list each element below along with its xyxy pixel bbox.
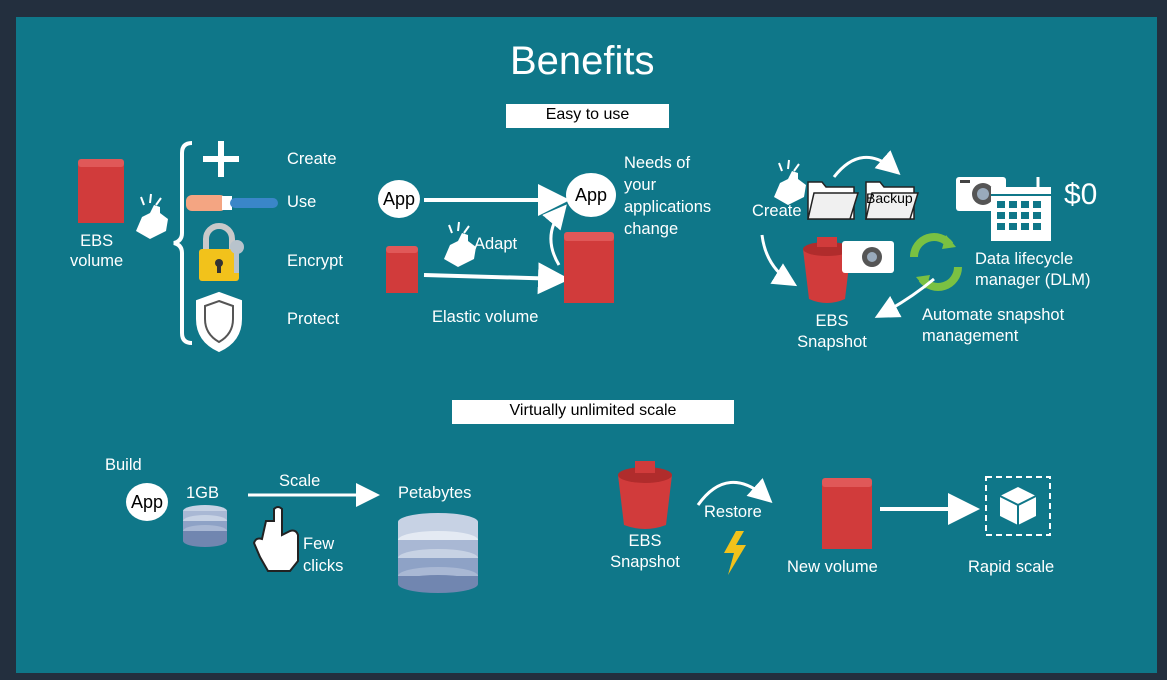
folder-icon	[807, 181, 860, 220]
section-header-easy-to-use: Easy to use	[506, 104, 669, 128]
price-label: $0	[1064, 178, 1098, 211]
action-create-label: Create	[287, 150, 337, 168]
snapshot-camera-icon	[842, 241, 894, 273]
lightning-icon	[724, 531, 746, 575]
scale-label: Scale	[279, 472, 321, 490]
section-header-unlimited-scale: Virtually unlimited scale	[452, 400, 734, 424]
size-large-label: Petabytes	[398, 484, 472, 502]
large-database-icon	[398, 513, 478, 593]
curly-brace	[173, 141, 193, 345]
create-hand-icon	[774, 159, 806, 205]
scale-app-bubble: App	[126, 483, 168, 521]
plus-icon	[203, 141, 239, 177]
shield-icon	[196, 291, 242, 353]
pointer-hand-icon	[252, 506, 299, 572]
needs-label: Needs of your applications change	[624, 154, 712, 238]
small-database-icon	[183, 505, 227, 547]
new-volume-icon	[822, 478, 872, 549]
restore-snapshot-bucket-icon	[618, 461, 672, 529]
ebs-volume-icon	[78, 159, 124, 223]
few-clicks-label: Few clicks	[303, 535, 344, 575]
app-bubble: App	[378, 180, 420, 218]
snapshot-create-label: Create	[752, 202, 802, 220]
action-use-label: Use	[287, 193, 317, 211]
ebs-snapshot-label: EBS Snapshot	[797, 312, 867, 351]
app-bubble-large: App	[566, 173, 616, 217]
adapt-label: Adapt	[474, 235, 518, 253]
large-volume-icon	[564, 232, 614, 303]
small-volume-icon	[386, 246, 418, 293]
lock-icon	[199, 223, 244, 281]
adapt-hand-icon	[444, 221, 476, 267]
backup-label: Backup	[866, 190, 913, 206]
page-title: Benefits	[510, 39, 655, 83]
build-label: Build	[105, 456, 142, 474]
elastic-volume-label: Elastic volume	[432, 308, 539, 326]
diagram-graphics	[78, 141, 1051, 593]
restore-label: Restore	[704, 503, 762, 521]
action-encrypt-label: Encrypt	[287, 252, 343, 270]
restore-ebs-snapshot-label: EBS Snapshot	[610, 532, 680, 571]
hand-tap-icon	[136, 193, 168, 239]
action-protect-label: Protect	[287, 310, 340, 328]
calendar-icon	[991, 177, 1051, 241]
new-volume-label: New volume	[787, 558, 878, 576]
hand-use-icon	[186, 195, 278, 211]
automate-label: Automate snapshot management	[922, 306, 1065, 345]
rapid-scale-cube-icon	[985, 476, 1051, 536]
ebs-volume-label: EBS volume	[70, 232, 124, 270]
size-small-label: 1GB	[186, 484, 220, 502]
rapid-scale-label: Rapid scale	[968, 558, 1055, 576]
ebs-snapshot-bucket-icon	[803, 237, 851, 303]
dlm-label: Data lifecycle manager (DLM)	[975, 250, 1091, 289]
backup-folder-icon	[865, 181, 920, 220]
slide: Benefits Easy to use Virtually unlimited…	[16, 17, 1157, 673]
